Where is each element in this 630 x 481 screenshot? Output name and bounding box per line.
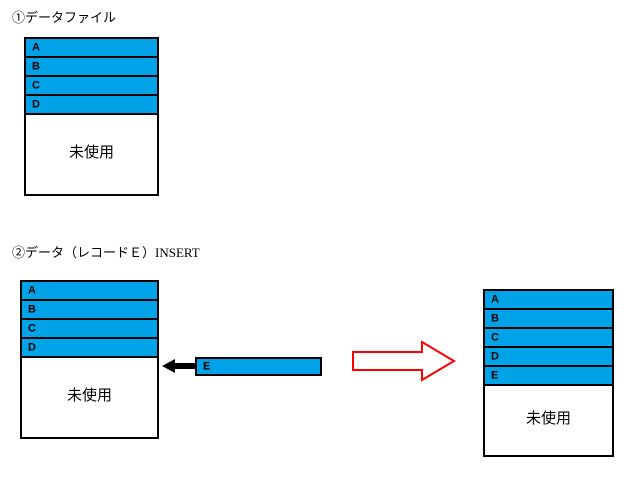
record-row: A (26, 39, 157, 58)
record-row: D (22, 339, 157, 358)
record-label: A (28, 284, 36, 296)
record-row: D (26, 96, 157, 115)
record-label: E (491, 369, 499, 381)
unused-area: 未使用 (22, 358, 157, 435)
unused-area: 未使用 (26, 115, 157, 192)
record-row: D (485, 348, 612, 367)
record-label: C (28, 322, 36, 334)
record-label: C (32, 79, 40, 91)
record-label: D (28, 341, 36, 353)
unused-area-label: 未使用 (68, 145, 114, 161)
record-label: B (491, 312, 499, 324)
section-1-caption: ①データファイル (12, 10, 117, 25)
record-row: C (26, 77, 157, 96)
record-label: B (32, 60, 40, 72)
record-label: D (491, 350, 499, 362)
record-row: B (485, 310, 612, 329)
incoming-record-e: E (195, 357, 322, 376)
record-label: E (203, 360, 211, 372)
record-label: D (32, 98, 40, 110)
record-row: E (485, 367, 612, 386)
record-label: C (491, 331, 499, 343)
record-label: A (491, 293, 499, 305)
data-file-initial: A B C D 未使用 (24, 37, 159, 196)
record-row: B (22, 301, 157, 320)
arrow-left-icon (162, 357, 196, 375)
record-label: B (28, 303, 36, 315)
unused-area-label: 未使用 (66, 388, 112, 404)
record-row: A (22, 282, 157, 301)
data-file-after-insert: A B C D E 未使用 (483, 289, 614, 457)
unused-area: 未使用 (485, 386, 612, 453)
record-row: C (22, 320, 157, 339)
section-2-caption: ②データ（レコードＥ）INSERT (12, 245, 200, 260)
record-label: A (32, 41, 40, 53)
record-row: A (485, 291, 612, 310)
unused-area-label: 未使用 (525, 411, 571, 427)
record-row: B (26, 58, 157, 77)
record-row: C (485, 329, 612, 348)
data-file-before-insert: A B C D 未使用 (20, 280, 159, 439)
arrow-right-red-icon (352, 340, 456, 382)
